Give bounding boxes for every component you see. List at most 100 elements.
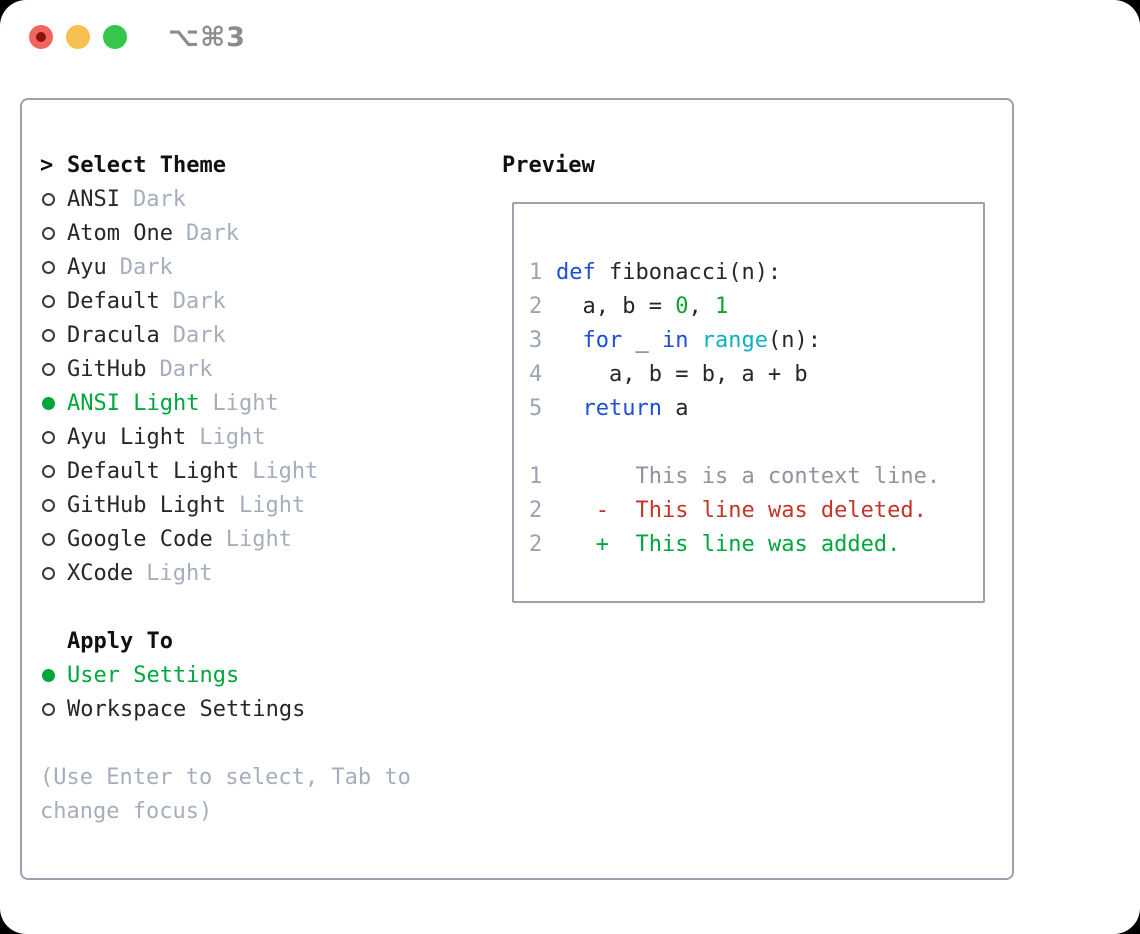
- option-label: XCode: [67, 560, 134, 586]
- diff-context-line: 1 This is a context line.: [529, 459, 940, 493]
- titlebar: ⌥⌘3: [0, 0, 1140, 74]
- token-txt: [556, 396, 583, 421]
- preview-title: Preview: [502, 152, 595, 178]
- variant-tag: Dark: [132, 186, 186, 212]
- apply-option-workspace-settings[interactable]: Workspace Settings: [40, 692, 411, 726]
- radio-icon: [42, 532, 55, 546]
- code-line: 5 return a: [529, 391, 940, 425]
- line-number: 4: [529, 361, 543, 387]
- apply-option-user-settings[interactable]: User Settings: [40, 658, 411, 692]
- spacer-row: [40, 590, 411, 624]
- variant-tag: Light: [212, 390, 279, 416]
- radio-icon: [42, 498, 55, 512]
- radio-icon: [42, 702, 55, 716]
- option-label: Ayu: [67, 254, 107, 280]
- select-theme-header-row: > Select Theme: [40, 148, 411, 182]
- line-number: 1: [529, 259, 543, 285]
- token-add: This line was added.: [635, 531, 901, 557]
- apply-to-header-row: Apply To: [40, 624, 411, 658]
- close-dot-icon: [36, 32, 46, 42]
- token-add: +: [595, 531, 609, 557]
- token-kw: return: [582, 395, 662, 421]
- token-num: 1: [714, 293, 729, 319]
- option-label: ANSI: [67, 186, 120, 212]
- variant-tag: Dark: [172, 288, 226, 314]
- radio-icon: [42, 430, 55, 444]
- maximize-button[interactable]: [103, 25, 127, 49]
- option-label: User Settings: [67, 662, 240, 688]
- theme-option-default-light[interactable]: Default Light Light: [40, 454, 411, 488]
- option-label: ANSI Light: [67, 390, 200, 416]
- line-number: 2: [529, 293, 543, 319]
- apply-to-title: Apply To: [67, 628, 173, 654]
- token-txt: [556, 498, 596, 523]
- variant-tag: Dark: [185, 220, 239, 246]
- radio-icon: [42, 260, 55, 274]
- preview-header-row: Preview: [502, 148, 595, 182]
- diff-deleted-line: 2 - This line was deleted.: [529, 493, 940, 527]
- variant-tag: Light: [252, 458, 319, 484]
- line-number: 2: [529, 531, 543, 557]
- option-label: Dracula: [67, 322, 160, 348]
- help-text-line-2: change focus): [40, 798, 213, 824]
- radio-selected-icon: [42, 396, 55, 410]
- variant-tag: Dark: [172, 322, 226, 348]
- code-line: 2 a, b = 0, 1: [529, 289, 940, 323]
- token-kw: for: [582, 327, 623, 353]
- token-num: 0: [675, 293, 689, 319]
- theme-option-ansi[interactable]: ANSI Dark: [40, 182, 411, 216]
- token-txt: a: [661, 395, 689, 421]
- token-txt: [689, 328, 702, 353]
- option-label: GitHub: [67, 356, 147, 382]
- option-label: Ayu Light: [67, 424, 187, 450]
- radio-icon: [42, 294, 55, 308]
- token-del: This line was deleted.: [635, 497, 927, 523]
- code-line: 3 for _ in range(n):: [529, 323, 940, 357]
- line-number: 5: [529, 395, 543, 421]
- theme-option-dracula[interactable]: Dracula Dark: [40, 318, 411, 352]
- variant-tag: Dark: [119, 254, 173, 280]
- variant-tag: Light: [225, 526, 292, 552]
- line-number: 3: [529, 327, 543, 353]
- theme-option-default[interactable]: Default Dark: [40, 284, 411, 318]
- theme-option-ayu[interactable]: Ayu Dark: [40, 250, 411, 284]
- diff-added-line: 2 + This line was added.: [529, 527, 940, 561]
- token-txt: [556, 328, 583, 353]
- close-button[interactable]: [29, 25, 53, 49]
- code-line: 4 a, b = b, a + b: [529, 357, 940, 391]
- theme-option-atom-one[interactable]: Atom One Dark: [40, 216, 411, 250]
- line-number: 1: [529, 463, 543, 489]
- radio-icon: [42, 566, 55, 580]
- radio-icon: [42, 362, 55, 376]
- token-txt: [556, 464, 635, 489]
- cursor-indicator: >: [40, 152, 54, 178]
- radio-icon: [42, 328, 55, 342]
- option-label: GitHub Light: [67, 492, 226, 518]
- theme-option-ansi-light[interactable]: ANSI Light Light: [40, 386, 411, 420]
- variant-tag: Light: [238, 492, 306, 518]
- token-txt: [556, 532, 596, 557]
- minimize-button[interactable]: [66, 25, 90, 49]
- option-label: Atom One: [67, 220, 173, 246]
- option-label: Default: [67, 288, 160, 314]
- option-label: Workspace Settings: [67, 696, 306, 722]
- variant-tag: Light: [199, 424, 266, 450]
- theme-option-ayu-light[interactable]: Ayu Light Light: [40, 420, 411, 454]
- line-number: 2: [529, 497, 543, 523]
- theme-option-github-light[interactable]: GitHub Light Light: [40, 488, 411, 522]
- token-fn: range: [701, 327, 768, 353]
- option-label: Default Light: [67, 458, 240, 484]
- radio-icon: [42, 226, 55, 240]
- select-theme-title: Select Theme: [67, 152, 226, 178]
